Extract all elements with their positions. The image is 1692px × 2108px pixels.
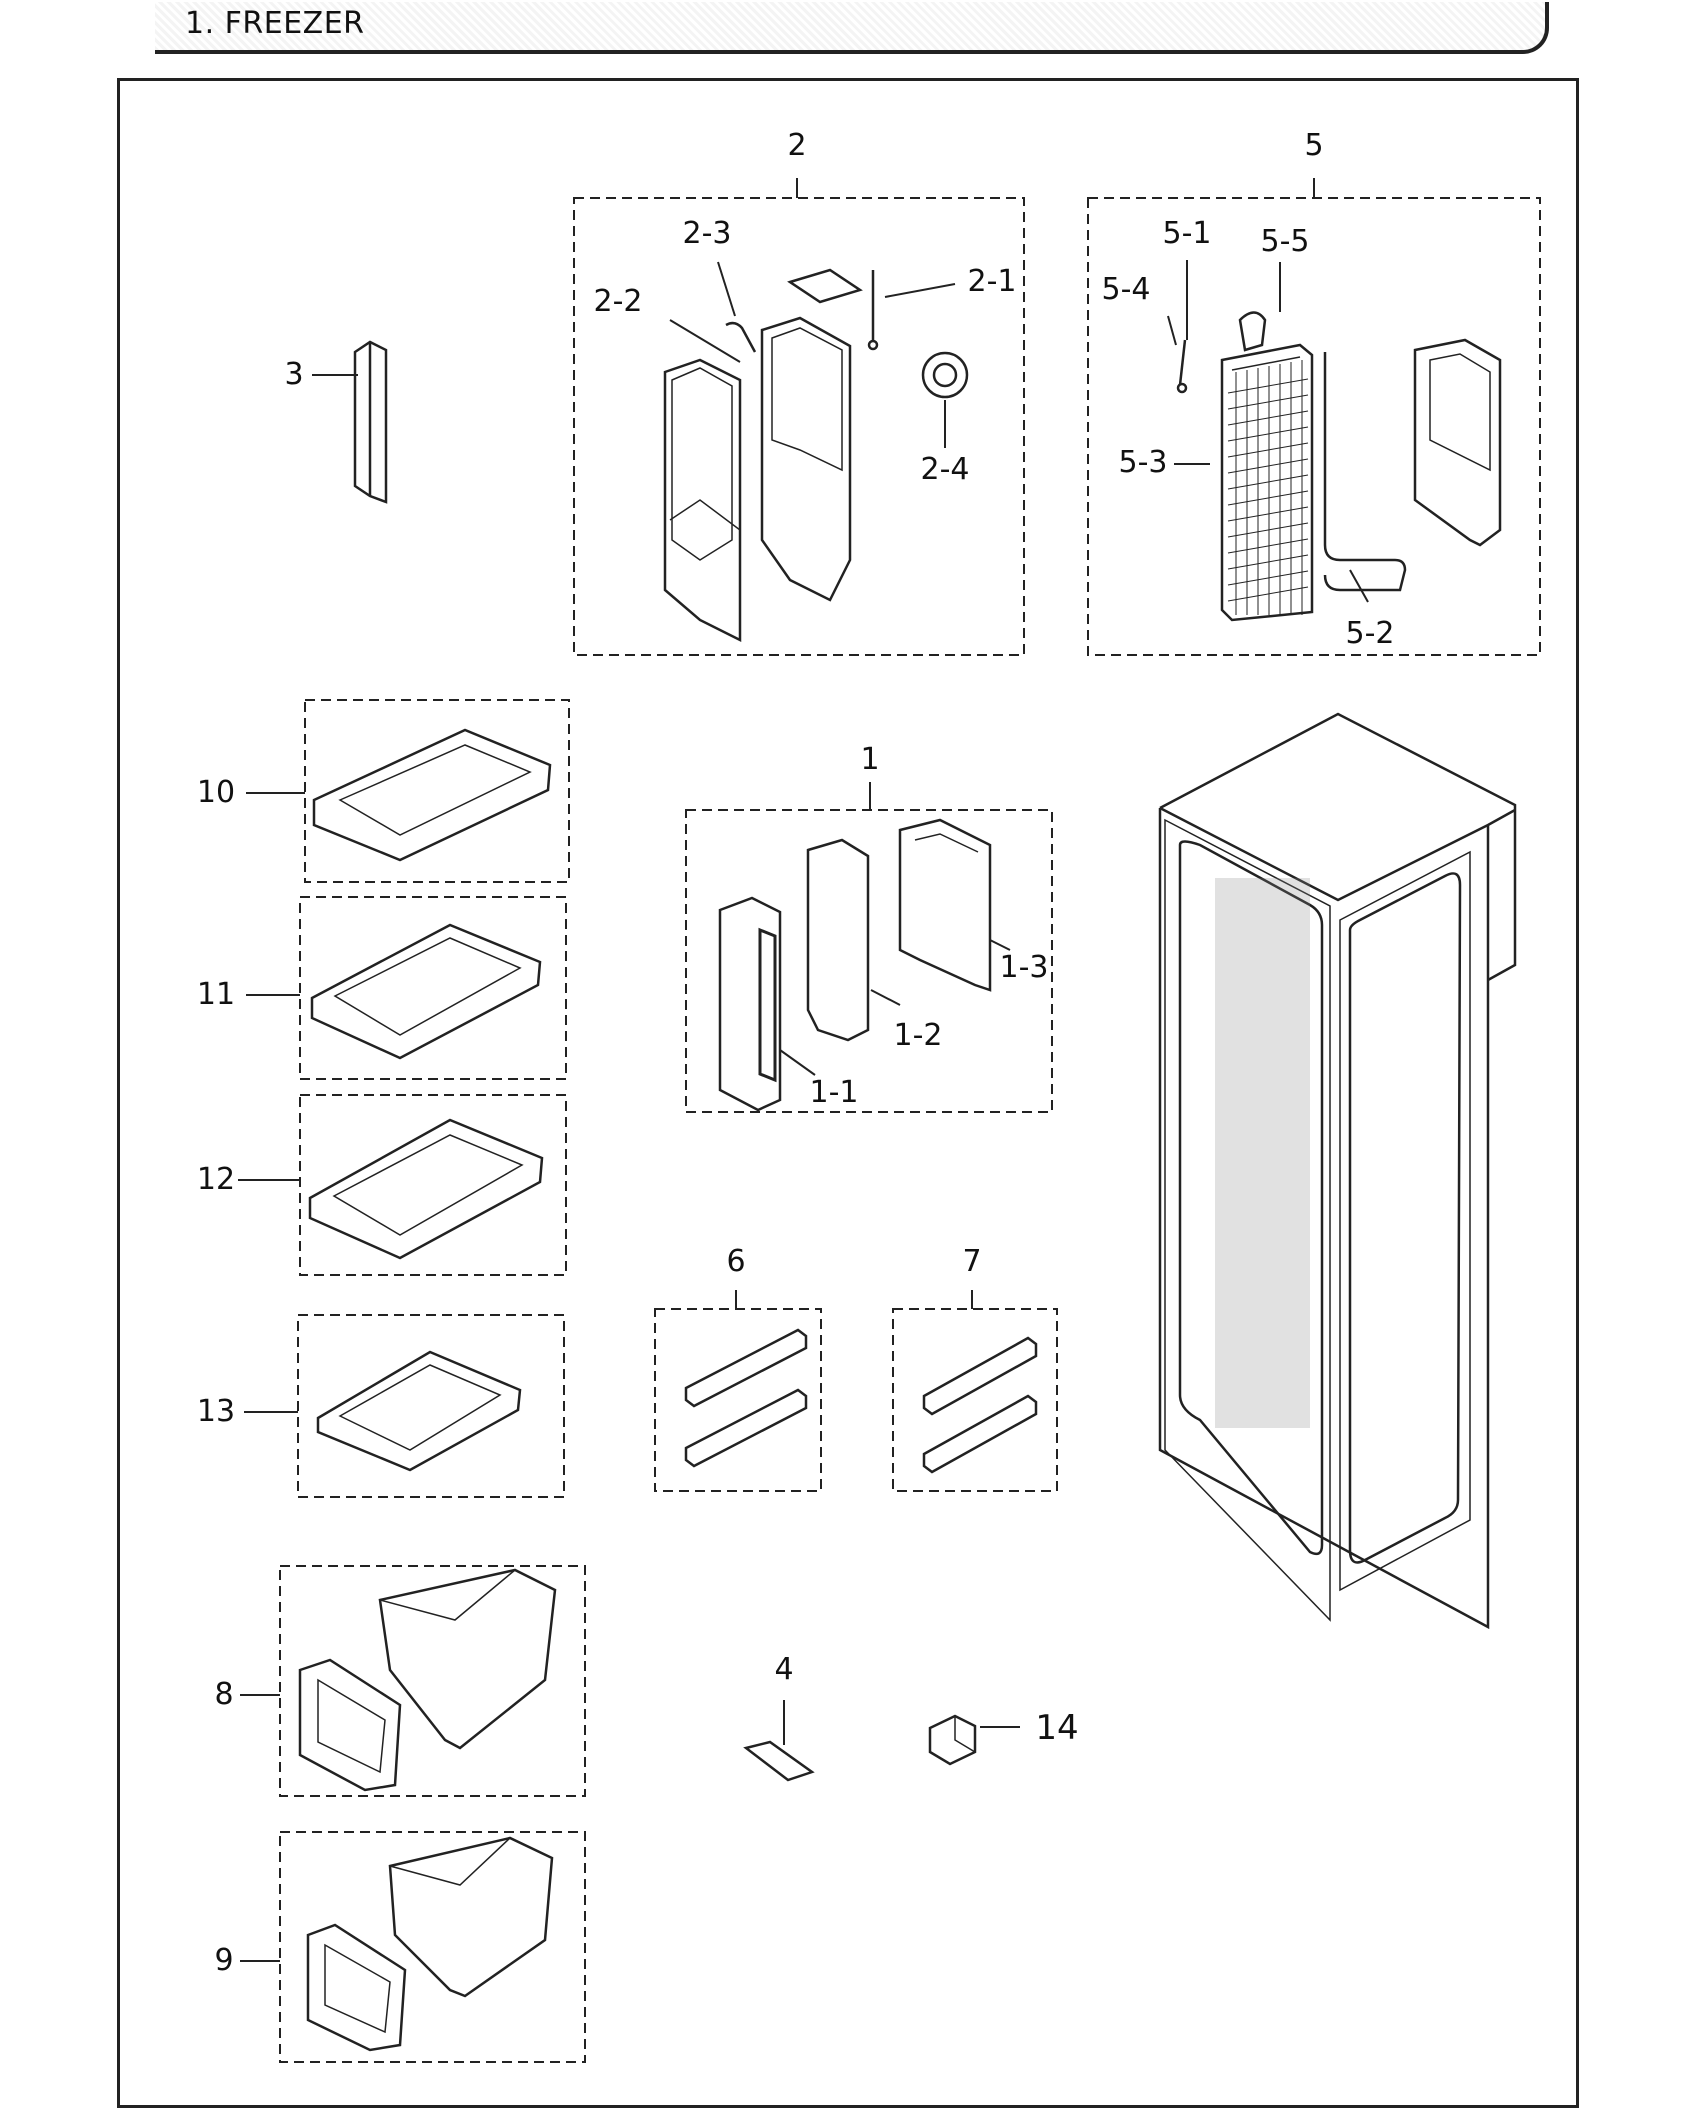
group-box-12 bbox=[299, 1094, 567, 1276]
label-5-4: 5-4 bbox=[1101, 272, 1151, 307]
part-10-shelf bbox=[312, 728, 552, 862]
label-5-5: 5-5 bbox=[1260, 224, 1310, 259]
part-5-evaporator-assembly bbox=[1176, 311, 1502, 622]
label-9: 9 bbox=[214, 1943, 234, 1978]
label-7: 7 bbox=[962, 1244, 982, 1279]
label-2-4: 2-4 bbox=[920, 452, 970, 487]
label-5: 5 bbox=[1304, 128, 1324, 163]
label-1-1: 1-1 bbox=[809, 1075, 859, 1110]
part-7-rails bbox=[922, 1336, 1038, 1474]
label-1: 1 bbox=[860, 742, 880, 777]
section-header-banner: 1. FREEZER bbox=[155, 2, 1549, 54]
section-title: 1. FREEZER bbox=[185, 6, 365, 41]
part-1-duct-cover bbox=[718, 818, 992, 1112]
part-4-clip bbox=[743, 1740, 815, 1782]
part-12-shelf bbox=[308, 1118, 544, 1260]
group-box-2 bbox=[573, 197, 1025, 656]
label-5-1: 5-1 bbox=[1162, 216, 1212, 251]
label-1-3: 1-3 bbox=[999, 950, 1049, 985]
label-3: 3 bbox=[284, 357, 304, 392]
group-box-10 bbox=[304, 699, 570, 883]
group-box-7 bbox=[892, 1308, 1058, 1492]
label-14: 14 bbox=[1035, 1708, 1079, 1748]
part-6-rails bbox=[684, 1328, 808, 1468]
label-2-1: 2-1 bbox=[967, 264, 1017, 299]
group-box-8 bbox=[279, 1565, 586, 1797]
label-10: 10 bbox=[196, 775, 236, 810]
part-13-shelf bbox=[316, 1350, 522, 1472]
label-2-2: 2-2 bbox=[593, 284, 643, 319]
label-6: 6 bbox=[726, 1244, 746, 1279]
label-12: 12 bbox=[196, 1162, 236, 1197]
group-box-5 bbox=[1087, 197, 1541, 656]
label-5-2: 5-2 bbox=[1345, 616, 1395, 651]
label-11: 11 bbox=[196, 977, 236, 1012]
part-14-bracket bbox=[928, 1714, 977, 1766]
label-5-3: 5-3 bbox=[1118, 445, 1168, 480]
label-2: 2 bbox=[787, 128, 807, 163]
group-box-6 bbox=[654, 1308, 822, 1492]
cabinet-interior-shading bbox=[1215, 878, 1310, 1428]
group-box-13 bbox=[297, 1314, 565, 1498]
group-box-9 bbox=[279, 1831, 586, 2063]
label-8: 8 bbox=[214, 1677, 234, 1712]
label-4: 4 bbox=[774, 1652, 794, 1687]
label-1-2: 1-2 bbox=[893, 1018, 943, 1053]
part-8-bin bbox=[298, 1568, 557, 1792]
part-2-fan-assembly bbox=[663, 268, 969, 643]
part-9-bin bbox=[306, 1836, 554, 2052]
refrigerator-cabinet bbox=[1158, 712, 1517, 1630]
part-11-shelf bbox=[310, 923, 542, 1060]
part-3-cover bbox=[353, 340, 388, 504]
label-13: 13 bbox=[196, 1394, 236, 1429]
group-box-11 bbox=[299, 896, 567, 1080]
label-2-3: 2-3 bbox=[682, 216, 732, 251]
